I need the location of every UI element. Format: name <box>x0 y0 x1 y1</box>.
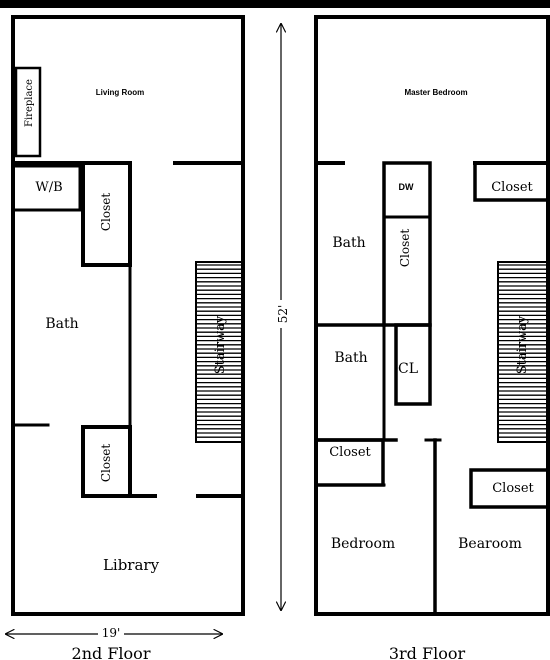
room-wb: W/B <box>35 180 62 195</box>
room-fireplace: Fireplace <box>24 79 35 127</box>
width-dimension-label: 19' <box>102 626 121 640</box>
caption-floor2: 2nd Floor <box>72 644 151 660</box>
room-bedroom-right: Bearoom <box>458 536 522 552</box>
room-closet-lower: Closet <box>99 444 113 483</box>
caption-floor3: 3rd Floor <box>389 644 466 660</box>
room-closet-left: Closet <box>329 445 371 460</box>
room-bath-floor2: Bath <box>45 316 78 332</box>
closet-top-right <box>473 163 550 202</box>
room-stairway-floor2: Stairway <box>213 315 228 374</box>
room-closet-upper: Closet <box>99 193 113 232</box>
room-closet-vertical: Closet <box>398 229 412 268</box>
room-library: Library <box>103 556 160 574</box>
room-bath-upper: Bath <box>332 235 365 251</box>
room-closet-top-right: Closet <box>491 180 533 195</box>
closet-upper <box>81 161 132 267</box>
room-master-bedroom: Master Bedroom <box>404 88 467 97</box>
room-living-room: Living Room <box>96 88 144 97</box>
top-border <box>0 0 550 8</box>
room-closet-right: Closet <box>492 481 534 496</box>
stairway-floor3 <box>497 261 549 443</box>
floor2-plan <box>11 15 245 616</box>
room-stairway-floor3: Stairway <box>515 315 530 374</box>
room-bedroom-left: Bedroom <box>331 536 395 552</box>
closet-left <box>314 438 385 487</box>
stairway-floor2 <box>195 261 244 443</box>
floor3-plan <box>314 15 550 616</box>
closet-right <box>469 468 550 509</box>
room-bath-lower: Bath <box>334 350 367 366</box>
height-dimension-label: 52' <box>276 305 290 324</box>
cl-closet <box>394 323 432 406</box>
closet-lower <box>81 425 132 498</box>
fireplace <box>14 66 42 158</box>
room-cl: CL <box>398 361 418 377</box>
room-dw: DW <box>399 182 414 192</box>
